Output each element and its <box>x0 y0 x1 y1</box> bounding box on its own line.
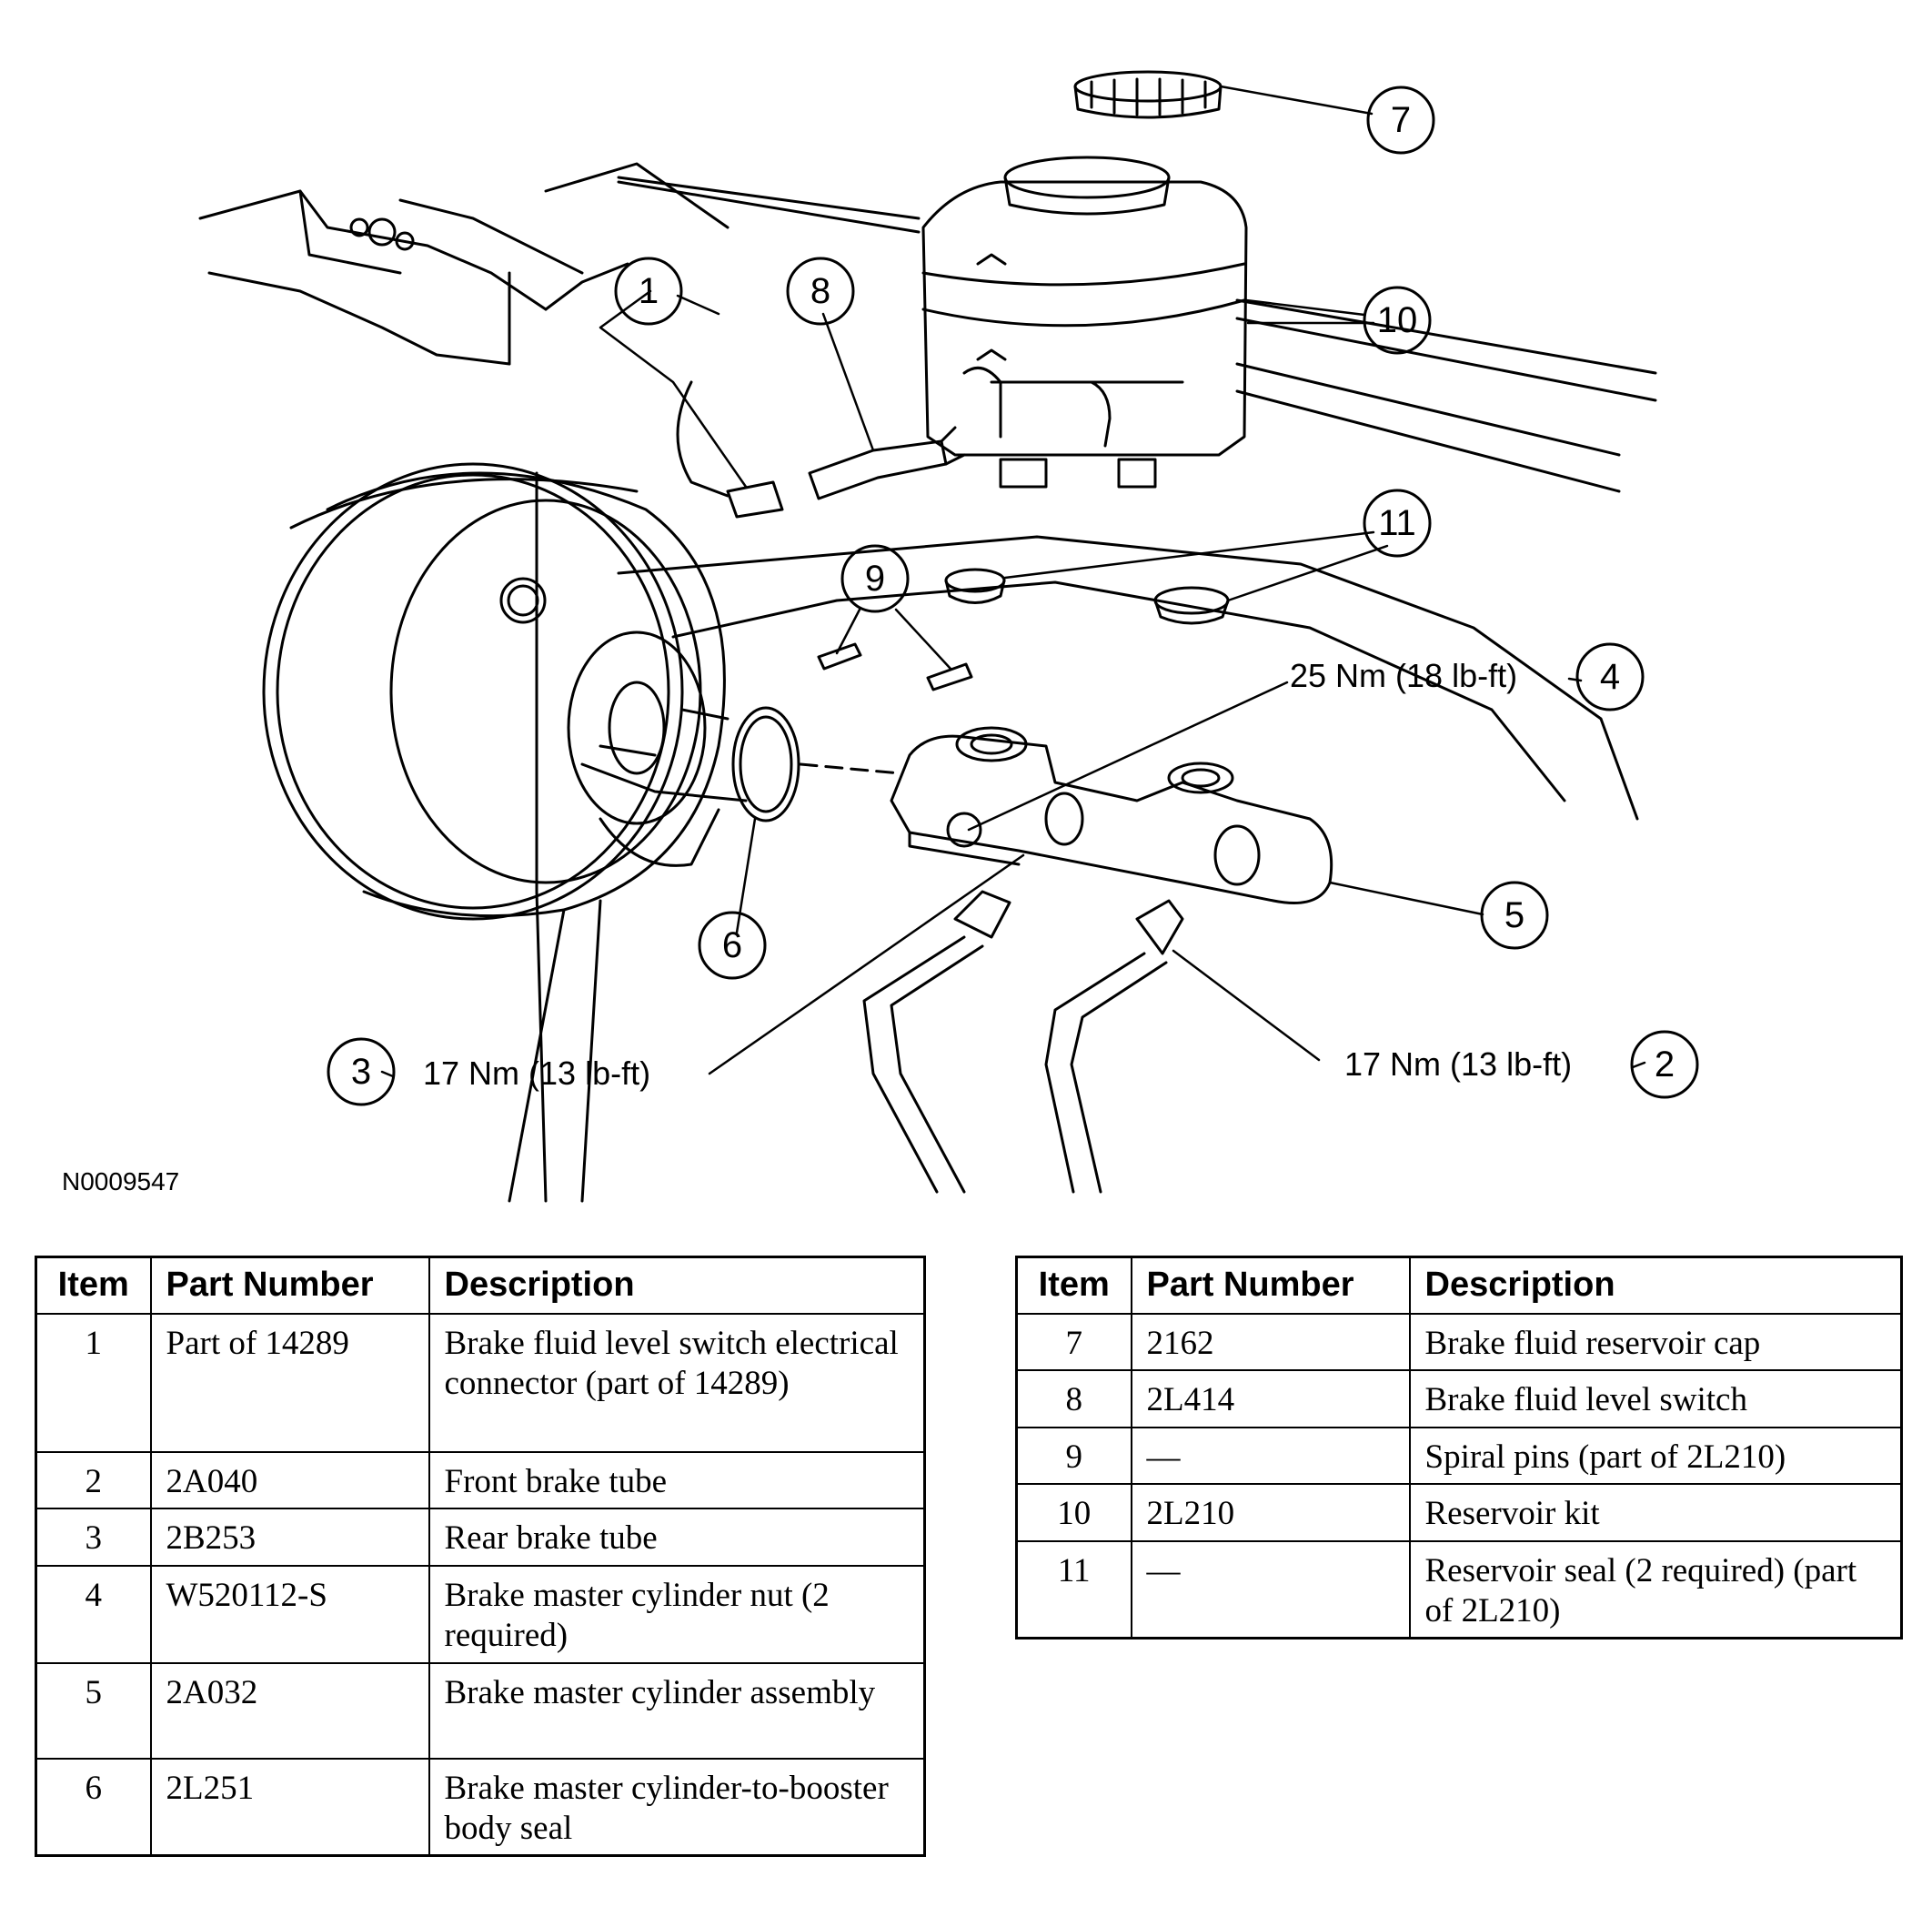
parts-table-left: Item Part Number Description 1 Part of 1… <box>35 1256 926 1858</box>
torque-spec-item3: 17 Nm (13 lb-ft) <box>423 1054 650 1092</box>
callout-5: 5 <box>1504 895 1524 935</box>
cell-part-number: 2L414 <box>1130 1369 1411 1428</box>
torque-spec-item4: 25 Nm (18 lb-ft) <box>1290 657 1517 694</box>
callout-circle-1 <box>614 257 683 326</box>
alignment-line <box>799 762 902 775</box>
table-row: 5 2A032 Brake master cylinder assembly <box>35 1661 926 1760</box>
cell-part-number: Part of 14289 <box>149 1313 430 1453</box>
cell-description: Brake master cylinder-to-booster body se… <box>428 1757 926 1857</box>
cell-item: 8 <box>1015 1369 1132 1428</box>
callout-circle-3 <box>327 1037 396 1106</box>
callout-circle-6 <box>698 911 767 980</box>
cell-part-number: W520112-S <box>149 1564 430 1664</box>
cell-item: 6 <box>35 1757 152 1857</box>
cell-item: 1 <box>35 1313 152 1453</box>
cell-description: Brake master cylinder assembly <box>428 1661 926 1760</box>
table-row: 8 2L414 Brake fluid level switch <box>1015 1369 1903 1428</box>
table-row: 11 — Reservoir seal (2 required) (part o… <box>1015 1539 1903 1640</box>
table-header-row: Item Part Number Description <box>1015 1256 1903 1315</box>
reservoir-seals <box>944 568 1230 625</box>
cell-description: Spiral pins (part of 2L210) <box>1408 1426 1903 1486</box>
callout-circles <box>327 86 1699 1106</box>
leader-lines <box>380 85 1646 1078</box>
callout-circle-2 <box>1630 1030 1699 1099</box>
cell-description: Brake fluid level switch <box>1408 1369 1903 1428</box>
cell-description: Reservoir seal (2 required) (part of 2L2… <box>1408 1539 1903 1640</box>
cell-description: Brake fluid reservoir cap <box>1408 1312 1903 1372</box>
table-row: 2 2A040 Front brake tube <box>35 1450 926 1510</box>
cell-item: 9 <box>1015 1426 1132 1486</box>
header-part-number: Part Number <box>1130 1256 1411 1315</box>
cell-description: Reservoir kit <box>1408 1483 1903 1542</box>
callout-circle-9 <box>840 544 910 613</box>
switch-connector <box>676 380 784 519</box>
parts-table-right: Item Part Number Description 7 2162 Brak… <box>1015 1256 1903 1640</box>
callout-1: 1 <box>639 271 659 311</box>
callout-circle-5 <box>1480 881 1549 950</box>
cell-item: 10 <box>1015 1483 1132 1542</box>
cell-item: 7 <box>1015 1312 1132 1372</box>
cell-part-number: 2L251 <box>149 1757 430 1857</box>
callout-circle-8 <box>786 257 855 326</box>
callout-10: 10 <box>1377 300 1418 340</box>
callout-7: 7 <box>1391 100 1411 140</box>
callout-3: 3 <box>351 1052 371 1092</box>
cell-item: 4 <box>35 1564 152 1664</box>
callout-9: 9 <box>865 559 885 599</box>
header-item: Item <box>35 1256 152 1315</box>
table-row: 3 2B253 Rear brake tube <box>35 1508 926 1567</box>
torque-spec-item2: 17 Nm (13 lb-ft) <box>1344 1045 1572 1083</box>
figure-id: N0009547 <box>62 1167 179 1196</box>
reservoir-cap <box>1073 70 1223 119</box>
callout-4: 4 <box>1600 657 1620 697</box>
level-switch <box>808 426 966 500</box>
cell-part-number: 2L210 <box>1130 1483 1411 1542</box>
vehicle-body-structure <box>198 162 1657 1203</box>
reservoir <box>921 156 1248 489</box>
cell-part-number: — <box>1130 1426 1411 1486</box>
callout-2: 2 <box>1655 1044 1675 1085</box>
brake-tubes <box>862 890 1184 1194</box>
callout-circle-10 <box>1363 286 1432 355</box>
spiral-pins <box>817 642 973 691</box>
cell-description: Rear brake tube <box>428 1508 926 1567</box>
cell-item: 3 <box>35 1508 152 1567</box>
cell-description: Brake master cylinder nut (2 required) <box>428 1564 926 1664</box>
table-row: 4 W520112-S Brake master cylinder nut (2… <box>35 1564 926 1664</box>
callout-8: 8 <box>810 271 830 311</box>
cell-item: 11 <box>1015 1539 1132 1640</box>
table-row: 7 2162 Brake fluid reservoir cap <box>1015 1312 1903 1372</box>
cell-description: Front brake tube <box>428 1450 926 1510</box>
table-row: 10 2L210 Reservoir kit <box>1015 1483 1903 1542</box>
header-description: Description <box>428 1256 926 1315</box>
cell-part-number: 2A032 <box>149 1661 430 1760</box>
table-header-row: Item Part Number Description <box>35 1256 926 1315</box>
callout-circle-11 <box>1363 489 1432 558</box>
cell-item: 2 <box>35 1450 152 1510</box>
callout-circle-7 <box>1366 86 1435 155</box>
exploded-view-illustration: 1 8 7 10 11 9 4 5 6 3 2 25 Nm (18 lb-ft)… <box>62 70 1699 1203</box>
callout-circle-4 <box>1575 642 1645 711</box>
header-part-number: Part Number <box>149 1256 430 1315</box>
header-description: Description <box>1408 1256 1903 1315</box>
cell-part-number: 2B253 <box>149 1508 430 1567</box>
cell-description: Brake fluid level switch electrical conn… <box>428 1313 926 1453</box>
booster-seal <box>731 706 800 822</box>
table-row: 9 — Spiral pins (part of 2L210) <box>1015 1426 1903 1486</box>
master-cylinder <box>890 726 1333 904</box>
cell-item: 5 <box>35 1661 152 1760</box>
cell-part-number: — <box>1130 1539 1411 1640</box>
table-row: 6 2L251 Brake master cylinder-to-booster… <box>35 1757 926 1857</box>
header-item: Item <box>1015 1256 1132 1315</box>
brake-booster <box>262 462 730 1203</box>
callout-11: 11 <box>1378 503 1416 543</box>
callout-6: 6 <box>722 925 742 965</box>
cell-part-number: 2162 <box>1130 1312 1411 1372</box>
cell-part-number: 2A040 <box>149 1450 430 1510</box>
table-row: 1 Part of 14289 Brake fluid level switch… <box>35 1313 926 1453</box>
